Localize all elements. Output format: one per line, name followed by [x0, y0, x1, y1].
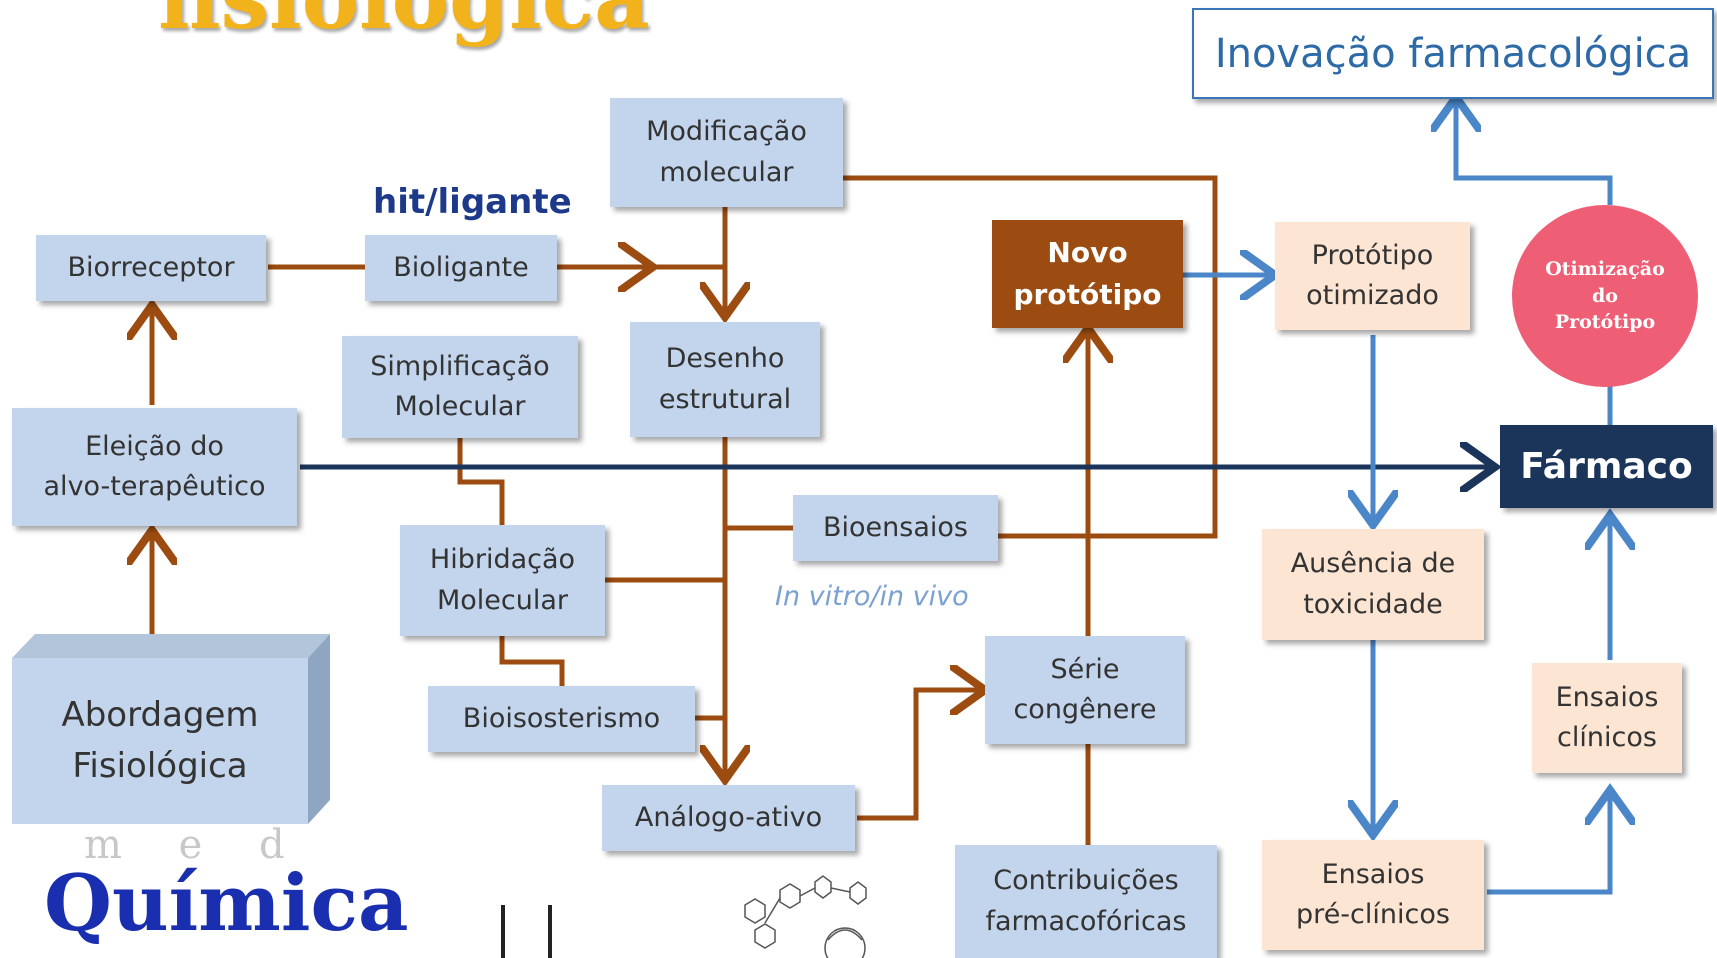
- otimizacao-circle: Otimização do Protótipo: [1512, 205, 1698, 387]
- bioisosterismo-node: Bioisosterismo: [428, 686, 695, 752]
- ensaios-clinicos-node: Ensaios clínicos: [1532, 663, 1682, 773]
- line-modificacao-loop: [843, 175, 1218, 539]
- logo-quimica: Química: [44, 858, 409, 949]
- serie-node: Série congênere: [985, 636, 1185, 744]
- abordagem-node: Abordagem Fisiológica: [12, 658, 308, 824]
- page-title-fragment: fisiológica: [158, 0, 650, 49]
- arrow-analogo-serie: [857, 690, 980, 821]
- ausencia-node: Ausência de toxicidade: [1262, 529, 1484, 640]
- in-vitro-label: In vitro/in vivo: [775, 581, 969, 612]
- arrow-circle-inovacao: [1456, 102, 1613, 205]
- bioensaios-node: Bioensaios: [793, 495, 998, 561]
- eleicao-node: Eleição do alvo-terapêutico: [12, 408, 297, 526]
- contribuicoes-node: Contribuições farmacofóricas: [955, 845, 1217, 958]
- farmaco-node: Fármaco: [1500, 425, 1713, 508]
- hit-ligante-label: hit/ligante: [373, 182, 572, 222]
- ensaios-preclinicos-node: Ensaios pré-clínicos: [1262, 840, 1484, 950]
- bioligante-node: Bioligante: [365, 235, 557, 301]
- arrow-preclinicos-clinicos: [1487, 795, 1610, 895]
- analogo-node: Análogo-ativo: [602, 785, 855, 851]
- logo-ghost-letters: m e d: [84, 822, 307, 868]
- prototipo-otimizado-node: Protótipo otimizado: [1275, 222, 1470, 330]
- simplificacao-node: Simplificação Molecular: [342, 336, 578, 438]
- line-hibridacao-bioisosterismo: [499, 636, 565, 686]
- molecule-sketch: [744, 875, 867, 958]
- abordagem-box-side: [308, 634, 330, 824]
- biorreceptor-node: Biorreceptor: [36, 235, 266, 301]
- inovacao-box: Inovação farmacológica: [1192, 8, 1714, 99]
- novo-prototipo-node: Novo protótipo: [992, 220, 1183, 328]
- line-simplificacao-hibridacao: [457, 438, 505, 525]
- hibridacao-node: Hibridação Molecular: [400, 525, 605, 636]
- modificacao-node: Modificação molecular: [610, 98, 843, 207]
- desenho-node: Desenho estrutural: [630, 322, 820, 437]
- abordagem-box-top: [12, 634, 330, 658]
